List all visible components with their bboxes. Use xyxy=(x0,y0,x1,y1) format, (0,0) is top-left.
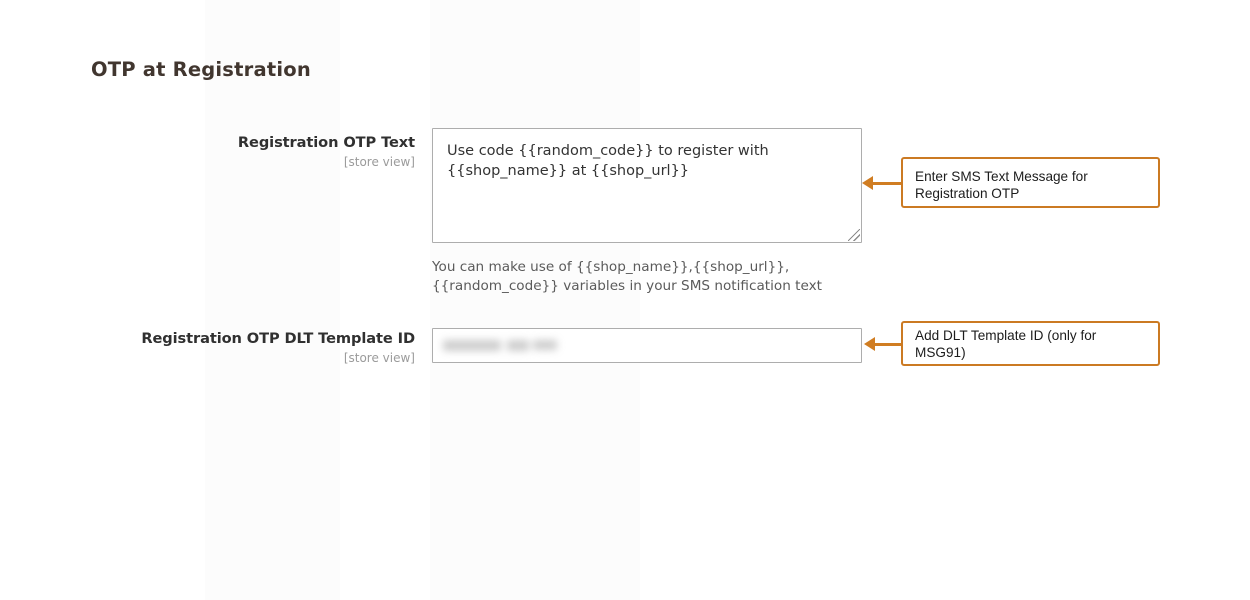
registration-otp-text-textarea[interactable] xyxy=(432,128,862,243)
registration-otp-dlt-template-id-input[interactable] xyxy=(432,328,862,363)
field-scope-badge: [store view] xyxy=(343,351,415,365)
field-label-text: Registration OTP Text xyxy=(237,134,415,151)
field-label-registration-otp-text: Registration OTP Text [store view] xyxy=(85,133,415,170)
field-label-text: Registration OTP DLT Template ID xyxy=(141,330,415,347)
field-label-registration-otp-dlt-template-id: Registration OTP DLT Template ID [store … xyxy=(85,329,415,366)
redacted-value-blur xyxy=(441,337,559,354)
annotation-callout-text: Add DLT Template ID (only for MSG91) xyxy=(915,327,1097,360)
annotation-callout-dlt-template-id: Add DLT Template ID (only for MSG91) xyxy=(901,321,1160,366)
annotation-left-arrow-icon xyxy=(862,176,902,190)
page-title: OTP at Registration xyxy=(91,58,311,81)
registration-otp-text-help: You can make use of {{shop_name}},{{shop… xyxy=(432,259,822,294)
annotation-callout-text: Enter SMS Text Message for Registration … xyxy=(915,169,1088,201)
annotation-callout-otp-text: Enter SMS Text Message for Registration … xyxy=(901,157,1160,208)
field-scope-badge: [store view] xyxy=(343,155,415,169)
annotation-left-arrow-icon xyxy=(864,337,902,351)
